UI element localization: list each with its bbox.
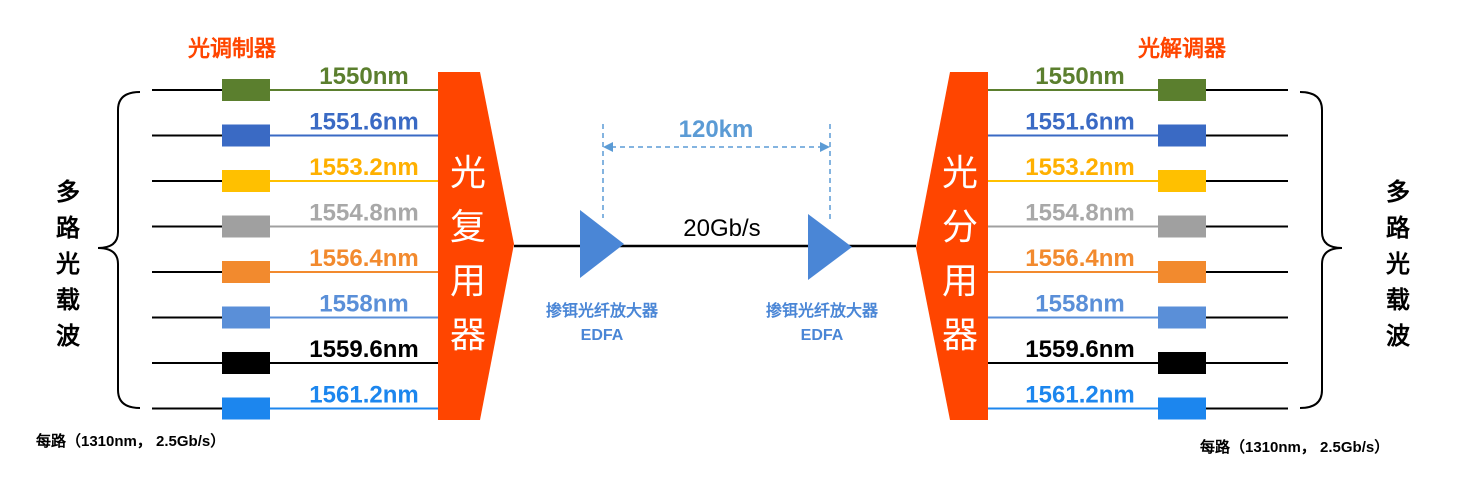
left-brace <box>97 91 141 409</box>
demodulator-block <box>1158 79 1206 101</box>
distance-arrow-left <box>603 142 613 152</box>
left-wavelength-label: 1550nm <box>319 63 408 90</box>
right-wavelength-label: 1550nm <box>1035 63 1124 90</box>
demodulator-block <box>1158 170 1206 192</box>
demultiplexer <box>916 72 988 420</box>
edfa-amplifier-2 <box>808 214 852 280</box>
right-per-channel-note: 每路（1310nm， 2.5Gb/s） <box>1200 438 1389 456</box>
left-wavelength-label: 1551.6nm <box>309 109 418 136</box>
amplifier-2-name: 掺铒光纤放大器 <box>766 301 879 320</box>
demodulator-title: 光解调器 <box>1137 36 1227 61</box>
right-wavelength-label: 1561.2nm <box>1025 382 1134 409</box>
demux-label: 光分用器 <box>942 152 978 355</box>
modulator-block <box>222 79 270 101</box>
modulator-block <box>222 124 270 147</box>
right-wavelength-label: 1556.4nm <box>1025 245 1134 272</box>
distance-label: 120km <box>679 116 754 143</box>
demodulator-block <box>1158 397 1206 420</box>
left-wavelength-label: 1554.8nm <box>309 200 418 227</box>
modulator-block <box>222 261 270 283</box>
demodulator-block <box>1158 124 1206 147</box>
modulator-title: 光调制器 <box>187 36 277 61</box>
modulator-block <box>222 352 270 374</box>
demodulator-block <box>1158 215 1206 238</box>
right-carrier-label: 多路光载波 <box>1385 179 1411 350</box>
amplifier-1-abbr: EDFA <box>581 327 624 344</box>
right-brace <box>1299 91 1343 409</box>
right-channels: 1550nm 1551.6nm 1553.2nm 1554.8nm 1556.4nm 15… <box>988 63 1288 420</box>
left-wavelength-label: 1561.2nm <box>309 382 418 409</box>
demodulator-block <box>1158 306 1206 329</box>
distance-arrow-right <box>820 142 830 152</box>
left-per-channel-note: 每路（1310nm， 2.5Gb/s） <box>36 432 225 450</box>
left-wavelength-label: 1553.2nm <box>309 154 418 181</box>
left-wavelength-label: 1559.6nm <box>309 336 418 363</box>
modulator-block <box>222 306 270 329</box>
modulator-block <box>222 170 270 192</box>
right-wavelength-label: 1551.6nm <box>1025 109 1134 136</box>
right-wavelength-label: 1553.2nm <box>1025 154 1134 181</box>
amplifier-2-abbr: EDFA <box>801 327 844 344</box>
amplifier-1-name: 掺铒光纤放大器 <box>546 301 659 320</box>
left-carrier-label: 多路光载波 <box>55 179 81 350</box>
right-wavelength-label: 1554.8nm <box>1025 200 1134 227</box>
left-channels: 1550nm 1551.6nm 1553.2nm 1554.8nm 1556.4nm 15… <box>152 63 438 420</box>
link-rate-label: 20Gb/s <box>683 215 760 242</box>
mux-label: 光复用器 <box>450 152 486 355</box>
left-wavelength-label: 1558nm <box>319 291 408 318</box>
modulator-block <box>222 397 270 420</box>
multiplexer <box>438 72 514 420</box>
left-wavelength-label: 1556.4nm <box>309 245 418 272</box>
right-wavelength-label: 1558nm <box>1035 291 1124 318</box>
right-wavelength-label: 1559.6nm <box>1025 336 1134 363</box>
edfa-amplifier-1 <box>580 210 624 278</box>
demodulator-block <box>1158 352 1206 374</box>
modulator-block <box>222 215 270 238</box>
demodulator-block <box>1158 261 1206 283</box>
